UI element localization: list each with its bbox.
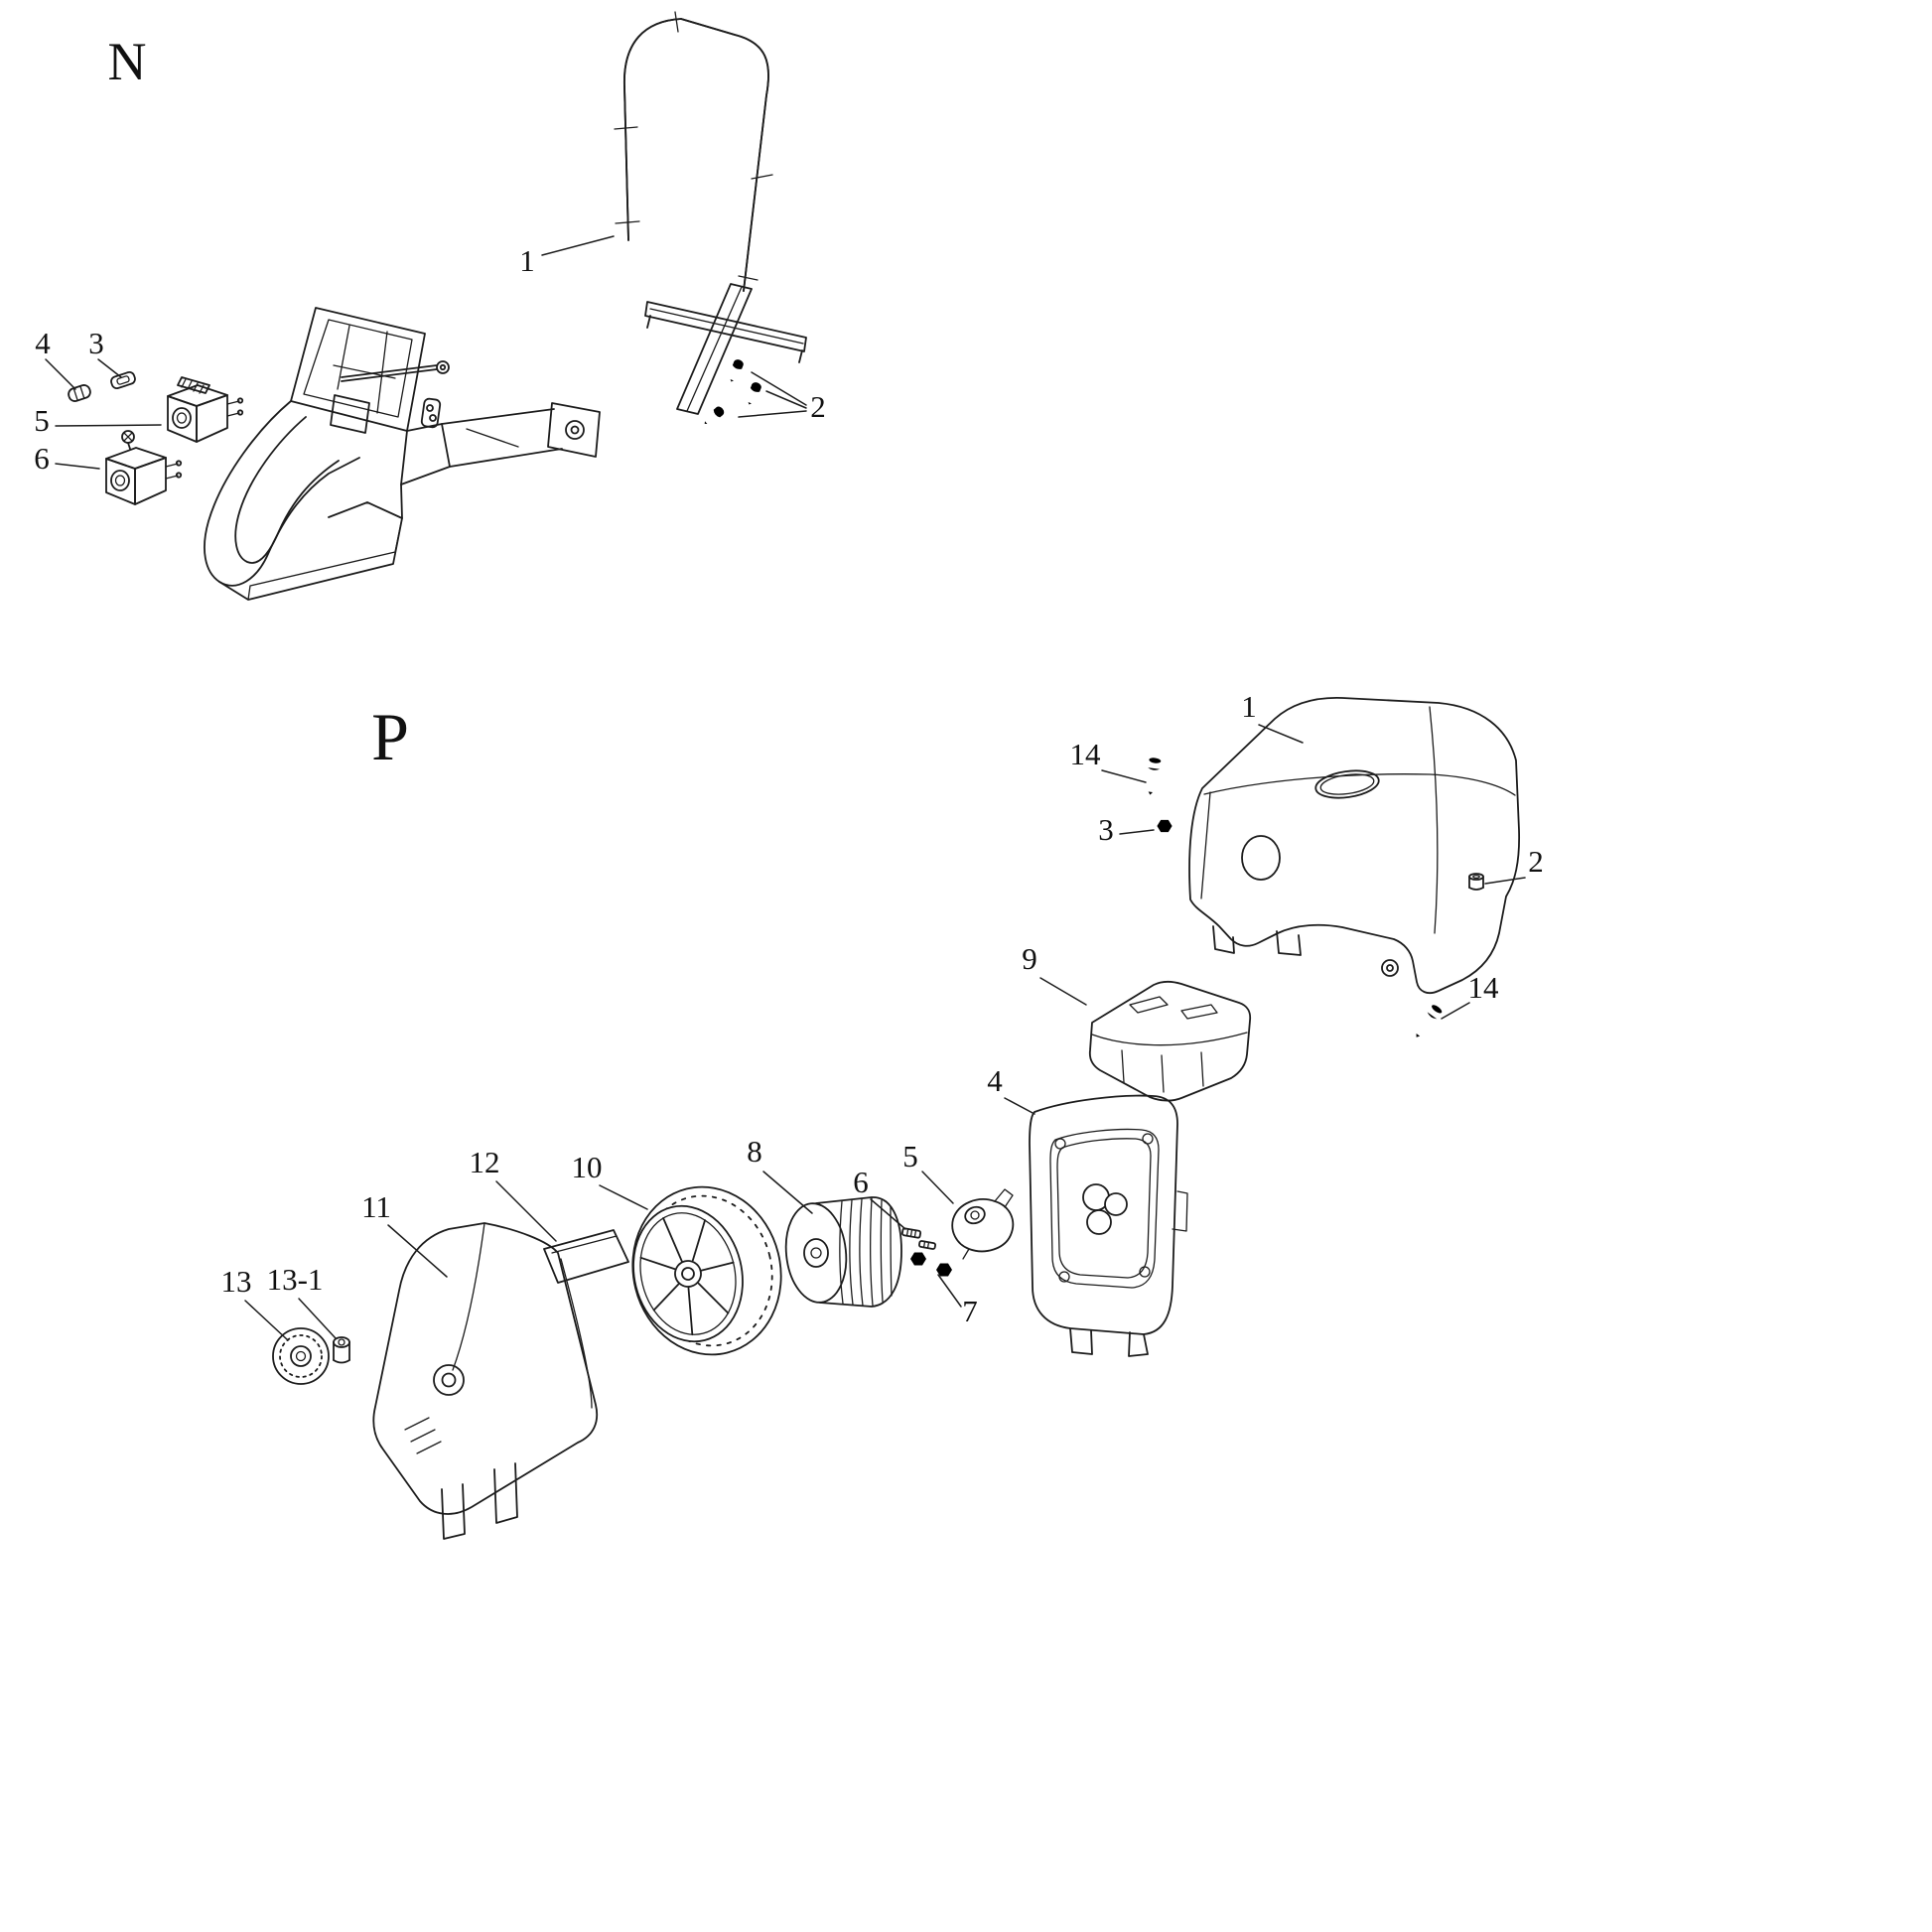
saw-body <box>204 307 601 601</box>
section-n-label: N <box>108 32 147 91</box>
starter-housing <box>372 1222 599 1540</box>
cover-screw-right <box>1411 1003 1444 1041</box>
callout-n-4: 4 <box>35 326 51 360</box>
callout-p-3: 3 <box>1098 812 1114 847</box>
intake-deflector <box>1088 980 1252 1102</box>
callout-p-13-1: 13-1 <box>267 1262 324 1297</box>
clip-right <box>110 370 136 390</box>
callout-n-5: 5 <box>34 403 50 438</box>
side-plug <box>1468 873 1484 891</box>
callout-p-13: 13 <box>221 1264 252 1299</box>
callout-n-1: 1 <box>519 243 535 278</box>
section-p-drawing <box>272 697 1521 1540</box>
callout-n-6: 6 <box>34 441 50 476</box>
stud-screws <box>900 1227 936 1250</box>
callout-p-8: 8 <box>747 1134 762 1169</box>
section-labels: N P <box>108 32 409 774</box>
grip-insert <box>333 1336 350 1364</box>
handlebar-screws <box>701 357 762 428</box>
filter-back-plate <box>1029 1094 1188 1357</box>
clip-left <box>68 384 91 402</box>
section-p-label: P <box>371 699 409 774</box>
section-n-drawing <box>68 11 807 601</box>
callout-p-11: 11 <box>361 1189 391 1224</box>
callout-p-10: 10 <box>572 1150 603 1184</box>
fan-wheel <box>631 1185 782 1356</box>
callout-leader-lines <box>45 235 1526 1341</box>
gasket-strip <box>543 1229 629 1284</box>
callout-p-14-right: 14 <box>1468 970 1500 1005</box>
air-filter <box>784 1196 902 1308</box>
filter-nuts <box>910 1252 952 1277</box>
callout-labels-p: 1 2 3 4 5 6 7 8 9 10 11 12 13 13-1 14 14 <box>221 689 1544 1328</box>
handlebar <box>614 11 773 292</box>
callout-p-4: 4 <box>987 1063 1003 1098</box>
cover-screw-top <box>1144 757 1162 796</box>
callout-p-7: 7 <box>962 1294 978 1328</box>
callout-p-2: 2 <box>1528 844 1544 879</box>
callout-labels-n: 1 2 3 4 5 6 <box>34 243 826 476</box>
top-cover <box>1188 697 1521 995</box>
cover-nut <box>1157 819 1173 833</box>
callout-p-12: 12 <box>470 1145 500 1179</box>
carburetor-lower <box>105 430 183 505</box>
carburetor-upper <box>167 376 244 443</box>
callout-n-3: 3 <box>88 326 104 360</box>
callout-p-14-top: 14 <box>1070 737 1102 771</box>
callout-p-5: 5 <box>902 1139 918 1173</box>
starter-grip <box>272 1327 330 1385</box>
choke-mount <box>951 1188 1015 1260</box>
callout-p-1: 1 <box>1241 689 1257 724</box>
callout-p-6: 6 <box>853 1165 869 1199</box>
callout-p-9: 9 <box>1022 941 1037 976</box>
callout-n-2: 2 <box>810 389 826 424</box>
handlebar-mount-rails <box>644 283 807 415</box>
